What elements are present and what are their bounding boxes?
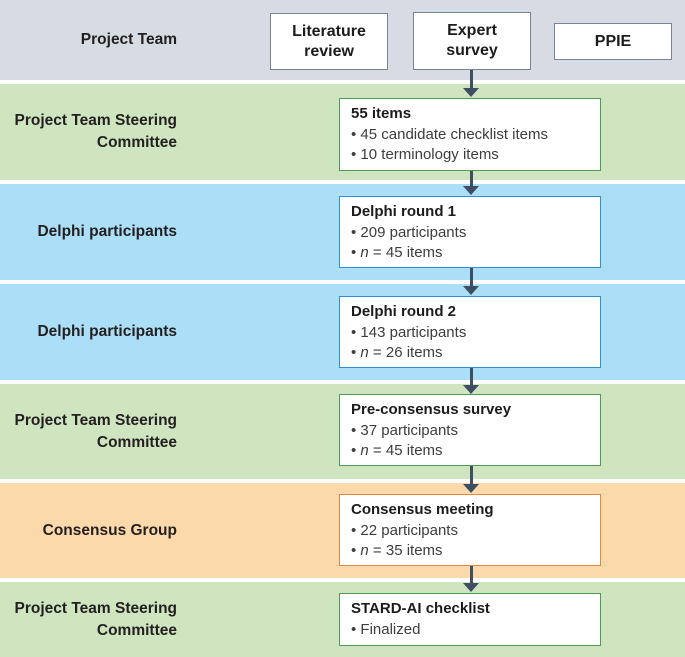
flow-arrow-1 bbox=[463, 70, 479, 97]
arrow-head-icon bbox=[463, 286, 479, 295]
box-bullet: • 143 participants bbox=[351, 323, 467, 341]
arrow-head-icon bbox=[463, 583, 479, 592]
row-delphi-participants-2: Delphi participants Delphi round 2 • 143… bbox=[0, 284, 685, 380]
box-title: STARD-AI checklist bbox=[351, 600, 490, 617]
pre-consensus-survey-box: Pre-consensus survey • 37 participants• … bbox=[339, 394, 601, 466]
arrow-head-icon bbox=[463, 186, 479, 195]
arrow-head-icon bbox=[463, 484, 479, 493]
arrow-stem bbox=[469, 466, 473, 484]
arrow-stem bbox=[469, 171, 473, 186]
box-bullets: • 45 candidate checklist items • 10 termi… bbox=[351, 125, 589, 166]
box-title: Delphi round 2 bbox=[351, 303, 456, 320]
arrow-stem bbox=[469, 368, 473, 385]
arrow-stem bbox=[469, 70, 473, 88]
box-bullet: • 10 terminology items bbox=[351, 146, 499, 164]
box-title: Consensus meeting bbox=[351, 501, 494, 518]
box-bullet: • 209 participants bbox=[351, 223, 467, 241]
stard-ai-checklist-box: STARD-AI checklist • Finalized bbox=[339, 593, 601, 646]
row-steering-committee-1: Project Team Steering Committee 55 items… bbox=[0, 84, 685, 180]
literature-review-box: Literature review bbox=[270, 13, 388, 70]
ppie-label: PPIE bbox=[594, 32, 632, 50]
box-title: Delphi round 1 bbox=[351, 203, 456, 220]
delphi-round-1-box: Delphi round 1 • 209 participants • n = 4… bbox=[339, 196, 601, 268]
arrow-head-icon bbox=[463, 385, 479, 394]
arrow-stem bbox=[469, 268, 473, 286]
box-bullets: • 209 participants • n = 45 items bbox=[351, 223, 589, 264]
flow-arrow-6 bbox=[463, 566, 479, 592]
box-bullet: • n = 45 items bbox=[351, 442, 443, 460]
row-label-steering-committee: Project Team Steering Committee bbox=[14, 411, 177, 451]
expert-survey-label: Expert survey bbox=[446, 22, 498, 59]
delphi-round-2-box: Delphi round 2 • 143 participants • n = 2… bbox=[339, 296, 601, 368]
box-title: 55 items bbox=[351, 105, 412, 122]
flow-arrow-5 bbox=[463, 466, 479, 493]
flow-arrow-4 bbox=[463, 368, 479, 394]
row-label-delphi-participants: Delphi participants bbox=[37, 223, 177, 240]
box-title: Pre-consensus survey bbox=[351, 401, 512, 418]
box-bullets: • 37 participants • n = 45 items bbox=[351, 421, 589, 462]
box-bullet: • 45 candidate checklist items bbox=[351, 125, 549, 143]
box-bullet: • 22 participants bbox=[351, 521, 458, 539]
box-bullet: • Finalized bbox=[351, 620, 421, 638]
arrow-head-icon bbox=[463, 88, 479, 97]
ppie-box: PPIE bbox=[554, 23, 672, 60]
row-label-consensus-group: Consensus Group bbox=[42, 521, 177, 539]
box-bullet: • 37 participants bbox=[351, 421, 458, 439]
row-label-delphi-participants: Delphi participants bbox=[37, 323, 177, 340]
arrow-stem bbox=[469, 566, 473, 583]
box-bullet: • n = 45 items bbox=[351, 244, 443, 262]
box-bullets: • Finalized bbox=[351, 620, 589, 641]
expert-survey-box: Expert survey bbox=[413, 12, 531, 70]
row-label-project-team: Project Team bbox=[80, 31, 177, 48]
flow-arrow-2 bbox=[463, 171, 479, 195]
box-bullets: • 143 participants • n = 26 items bbox=[351, 323, 589, 364]
row-steering-committee-3: Project Team Steering Committee STARD-AI… bbox=[0, 582, 685, 657]
row-consensus-group: Consensus Group Consensus meeting • 22 p… bbox=[0, 483, 685, 578]
row-label-steering-committee: Project Team Steering Committee bbox=[14, 599, 177, 639]
row-label-steering-committee: Project Team Steering Committee bbox=[14, 112, 177, 151]
box-bullets: • 22 participants • n = 35 items bbox=[351, 521, 589, 562]
box-bullet: • n = 35 items bbox=[351, 542, 443, 560]
items-55-box: 55 items • 45 candidate checklist items•… bbox=[339, 98, 601, 171]
flow-arrow-3 bbox=[463, 268, 479, 295]
box-bullet: • n = 26 items bbox=[351, 344, 443, 362]
row-steering-committee-2: Project Team Steering Committee Pre-cons… bbox=[0, 384, 685, 479]
consensus-meeting-box: Consensus meeting • 22 participants • n =… bbox=[339, 494, 601, 566]
literature-review-label: Literature review bbox=[292, 22, 366, 60]
row-delphi-participants-1: Delphi participants Delphi round 1 • 209… bbox=[0, 184, 685, 280]
row-project-team: Project Team Literature review Expert su… bbox=[0, 0, 685, 80]
